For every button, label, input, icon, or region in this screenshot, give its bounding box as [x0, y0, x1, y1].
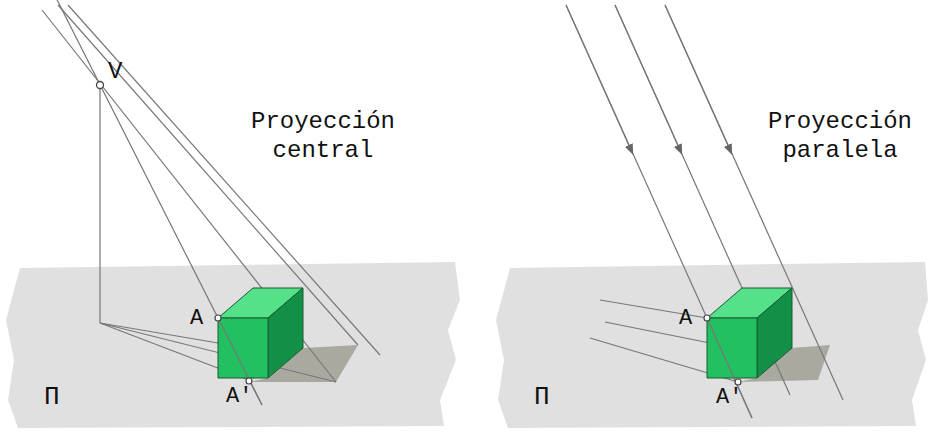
point-marker	[735, 379, 741, 385]
point-label: A	[679, 306, 692, 332]
projection-ray	[707, 318, 752, 418]
projection-rays	[42, 0, 380, 405]
point-marker	[704, 315, 710, 321]
cube	[218, 288, 303, 378]
point-label: V	[108, 58, 122, 87]
point-label: A'	[716, 385, 742, 411]
cube	[707, 288, 792, 378]
panel-title: Proyección paralela	[755, 108, 925, 166]
point-marker	[246, 378, 252, 384]
center-point	[97, 82, 104, 89]
ground-plane	[6, 262, 460, 428]
point-label: A'	[226, 384, 252, 410]
point-marker	[215, 315, 221, 321]
projection-rays	[566, 5, 843, 418]
panel-title: Proyección central	[238, 108, 408, 166]
point-label: A	[190, 306, 203, 332]
plane-label: Π	[534, 382, 550, 413]
ground-plane	[496, 262, 928, 428]
plane-label: Π	[44, 382, 60, 413]
